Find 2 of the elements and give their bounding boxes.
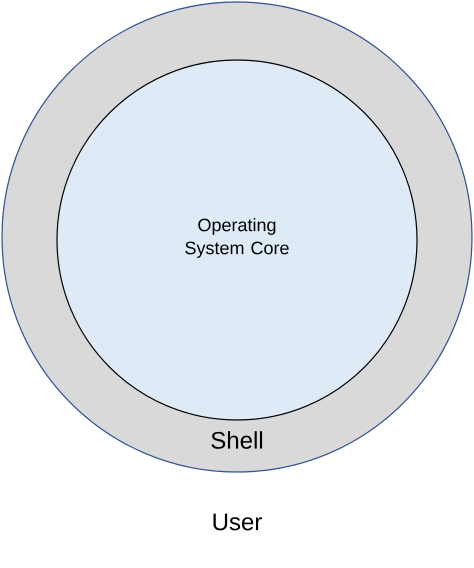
label-text: User	[214, 514, 262, 530]
circle-layer: Operating System Core	[56, 59, 418, 421]
